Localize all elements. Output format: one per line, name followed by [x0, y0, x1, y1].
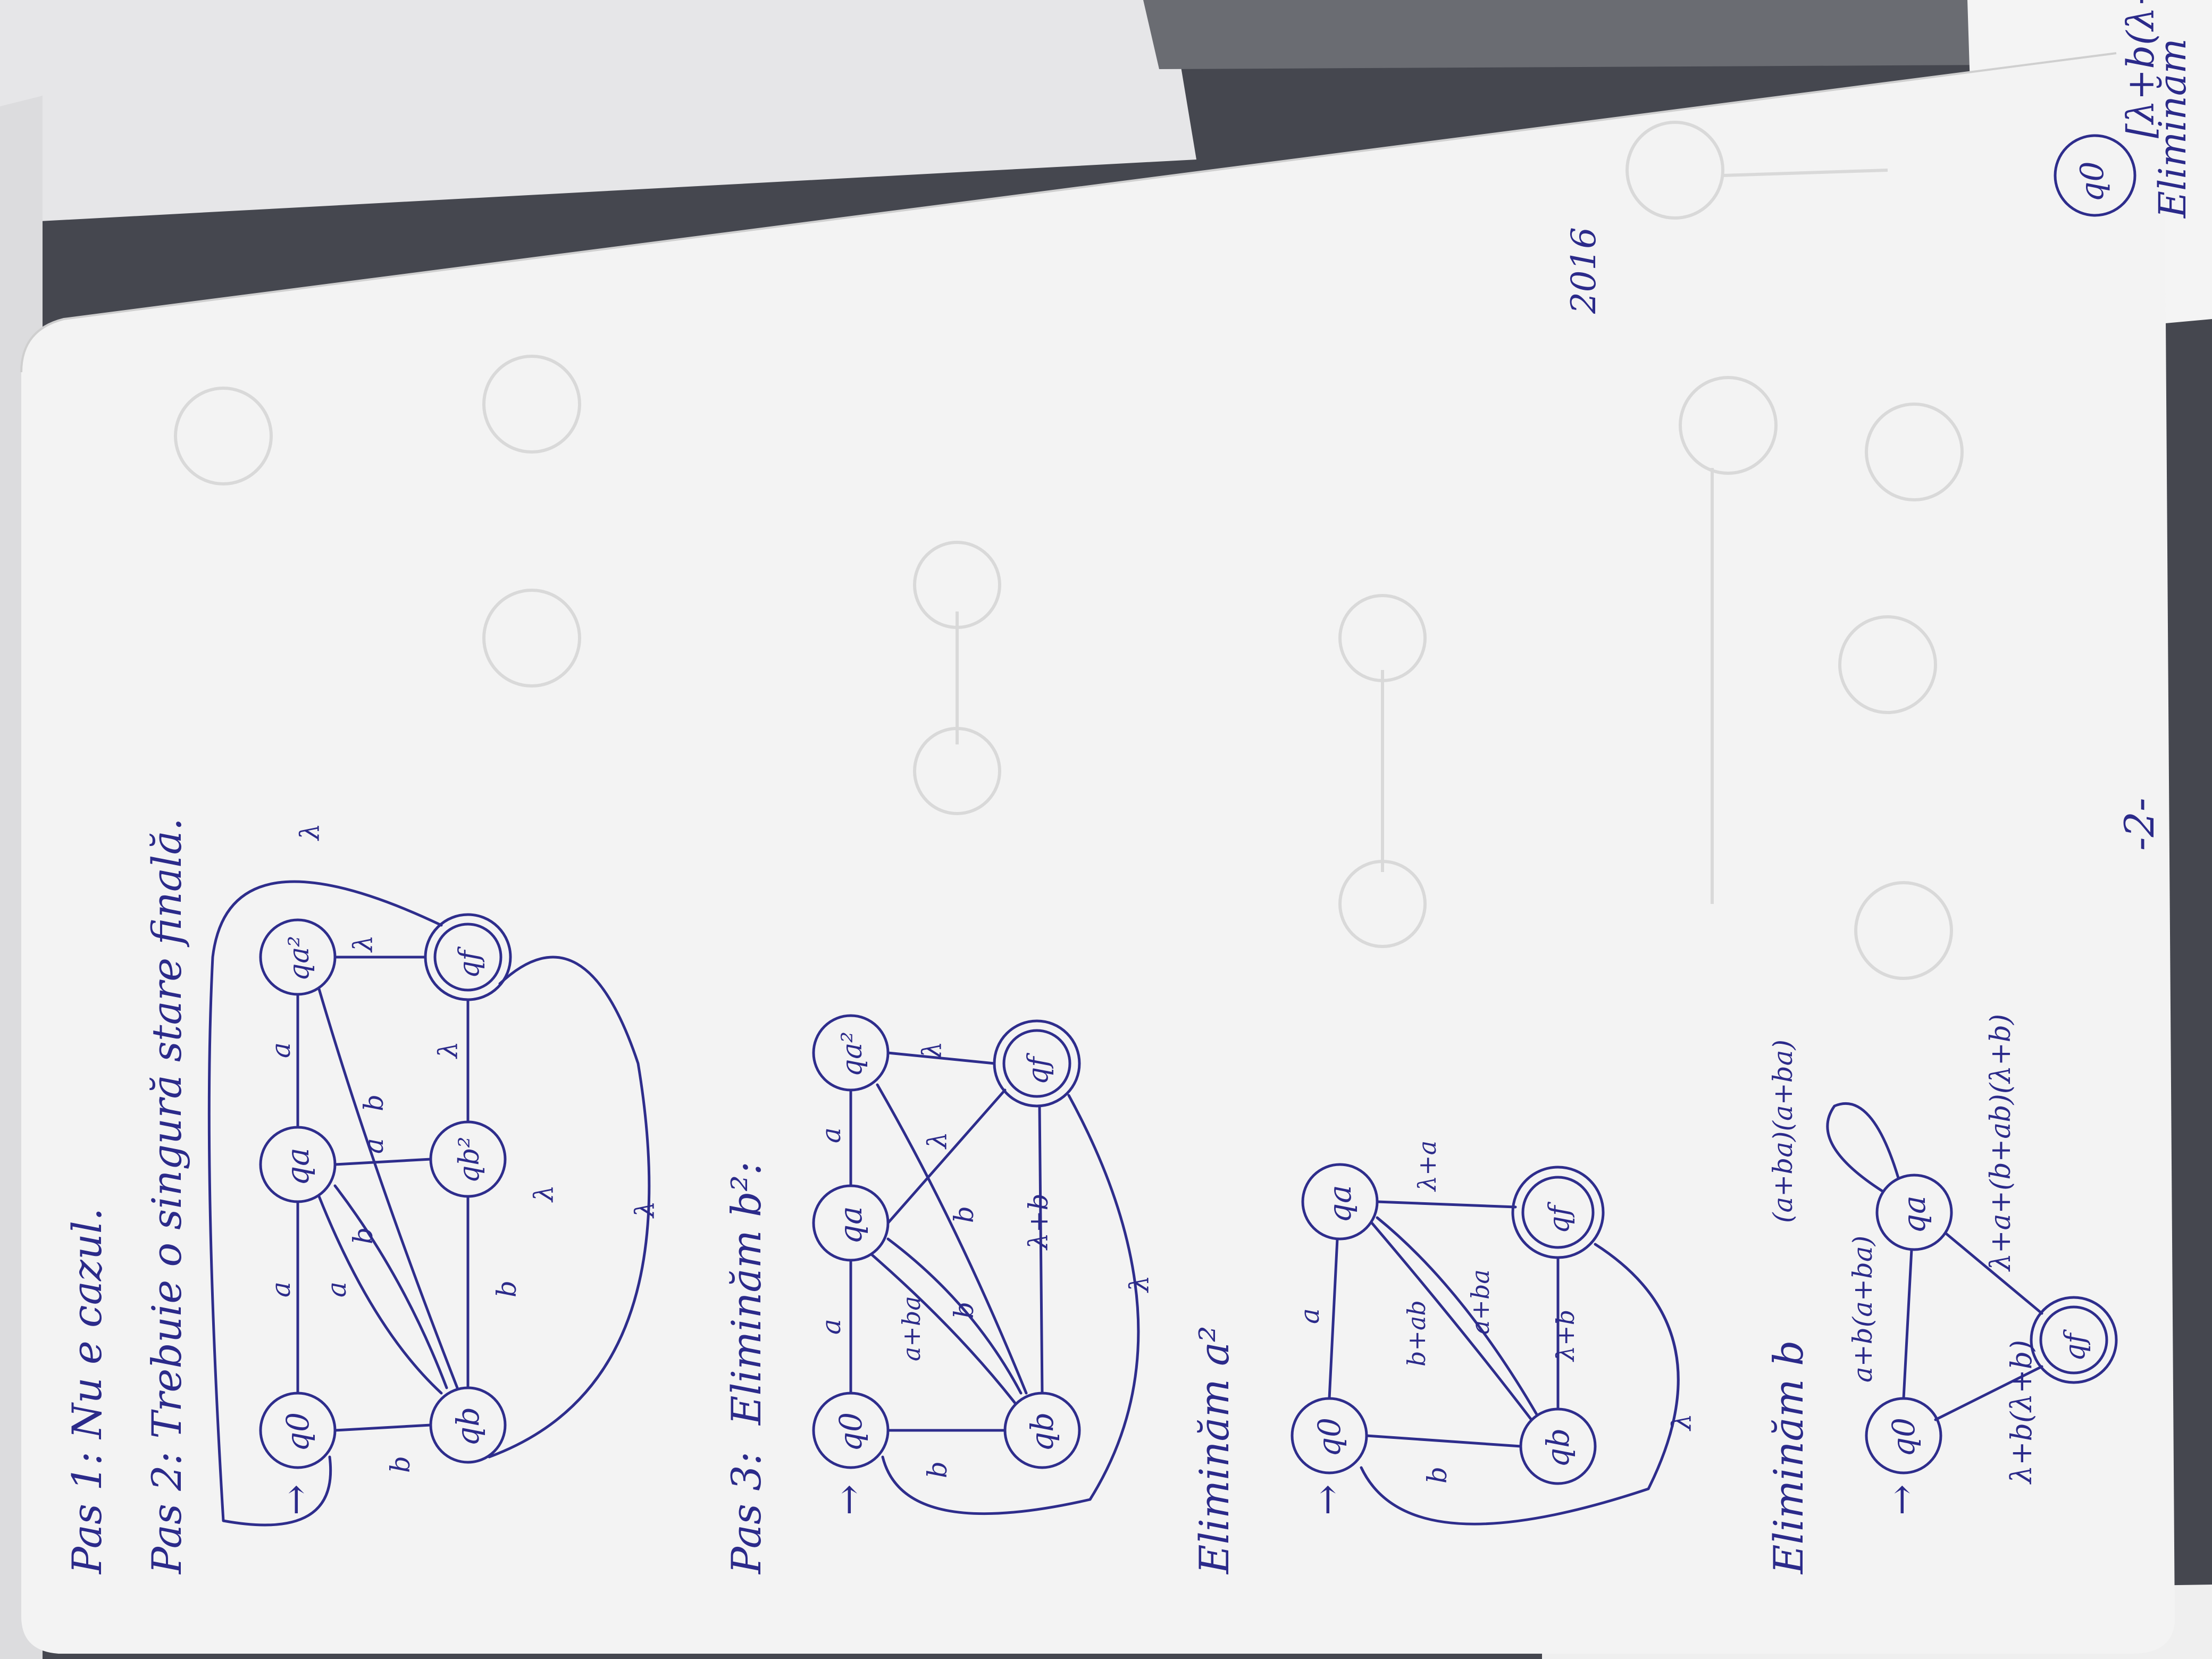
d3-edge-label: λ	[1666, 1413, 1697, 1431]
d3-state-qf-label: qf	[1544, 1202, 1576, 1234]
background-note: 2016 Eliminăm q0 [λ+b(λ+	[1564, 0, 2194, 314]
d4-state-qf-inner	[2039, 1305, 2108, 1375]
d4-edge-label: (a+ba)(a+ba)	[1767, 1040, 1798, 1223]
d3-edge-label: a	[1294, 1308, 1325, 1324]
notebook-page	[21, 53, 2175, 1654]
d2-edge-label: λ	[1124, 1275, 1155, 1293]
diagram-4: → q0 qa qf a+b(a+ba) λ+b(λ+b) λ+a+(b+ab)…	[1767, 1014, 2118, 1515]
pas1-text: Pas 1: Nu e cazul.	[63, 1208, 111, 1575]
d1-edge-label: λ	[295, 823, 325, 841]
d2-edge-label: b	[922, 1461, 953, 1478]
d1-edge-label: λ	[348, 935, 379, 953]
step-a2-label: Eliminăm a²	[1191, 1326, 1238, 1575]
page-number: -2-	[2116, 798, 2163, 851]
d1-edge-label: a	[321, 1281, 352, 1297]
d1-state-qf-label: qf	[454, 946, 485, 978]
d3-state-qb-label: qb	[1540, 1428, 1576, 1468]
step-b-label: Eliminăm b	[1765, 1340, 1812, 1575]
d2-start-arrow: →	[827, 1484, 870, 1515]
d2-edge-label: λ	[917, 1041, 948, 1059]
d2-state-qf-inner	[1002, 1029, 1071, 1098]
background-state-circle	[2054, 134, 2136, 217]
background-date: 2016	[1564, 227, 1604, 314]
step-b2-label: Eliminăm b²:	[723, 1161, 770, 1426]
d1-edge-label: b	[385, 1456, 416, 1473]
background-state-label: q0	[2074, 161, 2111, 202]
d1-state-qb-label: qb	[450, 1407, 486, 1446]
d4-edge-label: λ+a+(b+ab)(λ+b)	[1985, 1014, 2017, 1272]
d3-state-q0-label: q0	[1311, 1418, 1347, 1457]
d2-edge-label: a	[816, 1127, 847, 1143]
d1-edge-label: λ	[433, 1041, 464, 1059]
d1-edge-label: a	[265, 1281, 296, 1297]
d2-edge-label: b	[949, 1302, 979, 1319]
d2-edge-label: b	[949, 1206, 979, 1223]
d4-edge-label: a+b(a+ba)	[1847, 1236, 1878, 1382]
d2-state-q0-label: q0	[833, 1412, 869, 1452]
d4-state-q0-label: q0	[1886, 1418, 1922, 1457]
d3-state-qa-label: qa	[1322, 1185, 1358, 1223]
d2-edge-label: λ+b	[1023, 1193, 1054, 1251]
d4-state-qf-label: qf	[2059, 1329, 2091, 1361]
d1-edge-label: b	[348, 1227, 379, 1244]
d2-edge-label: a+ba	[897, 1296, 926, 1361]
d2-state-qf-label: qf	[1023, 1053, 1054, 1085]
background-note-formula: [λ+b(λ+	[2119, 0, 2163, 138]
d1-edge-label: a	[265, 1042, 296, 1058]
d4-state-qf	[2030, 1296, 2118, 1384]
d4-state-qa-label: qa	[1896, 1195, 1932, 1234]
d4-state-qa	[1875, 1174, 1953, 1251]
d3-edge-label: λ+a	[1413, 1141, 1442, 1192]
d1-state-qb2-label: qb²	[454, 1137, 485, 1183]
d2-state-qb-label: qb	[1024, 1412, 1060, 1452]
d1-state-qa2-label: qa²	[283, 936, 315, 981]
d1-edge-label: λ	[630, 1201, 660, 1219]
d3-start-arrow: →	[1305, 1484, 1349, 1515]
d1-edge-label: b	[491, 1280, 522, 1297]
d2-state-qa-label: qa	[833, 1206, 869, 1244]
d2-edge-label: a	[816, 1319, 847, 1335]
d1-start-arrow: →	[274, 1484, 317, 1515]
d1-state-q0-label: q0	[280, 1412, 316, 1452]
d1-edge-label: b	[358, 1094, 389, 1111]
background-sheet-top	[0, 0, 1196, 223]
d1-edge-label: a	[358, 1138, 389, 1154]
d4-edge-label: λ+b(λ+b)	[2005, 1340, 2038, 1485]
pas2-text: Pas 2: Trebuie o singură stare finală.	[143, 818, 190, 1575]
d2-state-qa2-label: qa²	[836, 1032, 868, 1077]
background-sheet-dark	[1143, 0, 2212, 69]
background-note-text: Eliminăm	[2151, 38, 2194, 219]
show-through-marks	[174, 121, 1964, 980]
d1-edge-label: λ	[529, 1185, 559, 1203]
d2-edge-label: λ	[922, 1132, 953, 1150]
d3-edge-label: b+ab	[1402, 1300, 1431, 1367]
d3-edge-label: a+ba	[1466, 1269, 1495, 1335]
d3-state-qf-inner	[1521, 1176, 1595, 1249]
diagram-2: → q0 qa qb qa² qf a b a+ba b a λ b λ+b λ…	[812, 1014, 1155, 1515]
d1-state-qa-label: qa	[280, 1147, 316, 1186]
page-edge	[20, 52, 2117, 373]
d3-edge-label: λ+b	[1551, 1310, 1580, 1362]
d4-start-arrow: →	[1880, 1484, 1923, 1515]
d3-edge-label: b	[1422, 1467, 1453, 1484]
diagram-1: → q0 qa qb qa² qb² qf a b a b a b a λ λ …	[207, 823, 660, 1527]
d1-state-qf-inner	[433, 923, 502, 992]
diagram-3: → q0 qa qb qf a b b+ab a+ba λ+a λ+b λ	[1291, 1141, 1697, 1526]
pas3-label: Pas 3:	[723, 1452, 770, 1575]
